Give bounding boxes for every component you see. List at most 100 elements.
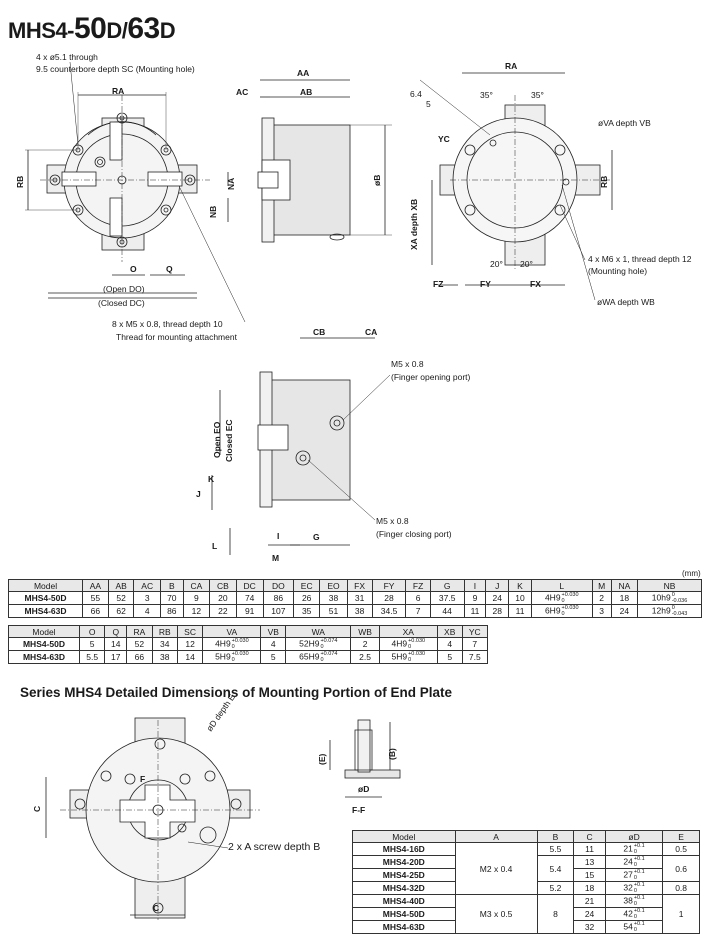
- label-through-hole: 4 x ø5.1 through: [36, 52, 98, 62]
- column-header: I: [463, 579, 487, 592]
- label-yc: YC: [438, 134, 450, 144]
- label-fx: FX: [530, 279, 541, 289]
- table-cell: 11: [573, 842, 606, 856]
- table-cell: 8: [536, 894, 575, 934]
- table-cell: 9: [182, 591, 211, 605]
- label-finger-close: (Finger closing port): [376, 529, 452, 539]
- model-cell: MHS4-50D: [352, 907, 456, 921]
- table-cell: 6: [405, 591, 431, 605]
- label-counterbore: 9.5 counterbore depth SC (Mounting hole): [36, 64, 195, 74]
- column-header: RA: [126, 625, 153, 638]
- model-cell: MHS4-50D: [7, 591, 84, 605]
- table-cell: 9: [463, 591, 487, 605]
- table-cell: 28: [485, 604, 510, 618]
- label-closed-dc: (Closed DC): [98, 298, 145, 308]
- column-header: Model: [8, 625, 80, 638]
- column-header: VA: [202, 625, 262, 638]
- label-i: I: [277, 531, 280, 541]
- table-cell: 3: [133, 591, 161, 605]
- rear-view-drawing: [419, 72, 613, 301]
- table-cell: 24: [610, 604, 639, 618]
- table-cell: 14: [104, 637, 128, 651]
- label-m: M: [272, 553, 280, 563]
- label-l: L: [212, 541, 218, 551]
- column-header: B: [536, 830, 575, 843]
- label-ob: øB: [372, 174, 382, 186]
- page-title: MHS4-50D/63D: [8, 12, 176, 46]
- table-cell: 32: [573, 920, 606, 934]
- label-j: J: [196, 489, 201, 499]
- table-cell: 18: [573, 881, 606, 895]
- table-cell: 38: [151, 650, 178, 664]
- table-cell: 74: [235, 591, 264, 605]
- table-cell: 24: [573, 907, 606, 921]
- label-wa-depth: øWA depth WB: [597, 297, 655, 307]
- model-cell: MHS4-32D: [352, 881, 456, 895]
- table-cell: 0.6: [662, 855, 700, 882]
- table-cell: 7.5: [461, 650, 489, 664]
- table-cell: 38: [346, 604, 373, 618]
- column-header: YC: [461, 625, 489, 638]
- label-ca: CA: [365, 327, 378, 337]
- title-suf2: D: [159, 18, 176, 43]
- table-cell: 24: [485, 591, 510, 605]
- column-header: Model: [352, 830, 456, 843]
- column-header: AA: [82, 579, 109, 592]
- section-title: Series MHS4 Detailed Dimensions of Mount…: [20, 685, 453, 700]
- table-cell: 5: [260, 650, 287, 664]
- table-cell: 17: [104, 650, 128, 664]
- table-cell: 11: [463, 604, 487, 618]
- label-20-right: 20°: [520, 259, 533, 269]
- table-cell: 1: [662, 894, 700, 934]
- model-cell: MHS4-63D: [352, 920, 456, 934]
- end-plate-drawing: [45, 717, 260, 920]
- model-cell: MHS4-20D: [352, 855, 456, 869]
- label-screw-depth: 2 x A screw depth B: [228, 841, 321, 853]
- column-header: AC: [133, 579, 161, 592]
- unit-label: (mm): [682, 569, 701, 578]
- table-cell: 34.5: [371, 604, 407, 618]
- table-cell: 5: [78, 637, 106, 651]
- model-cell: MHS4-16D: [352, 842, 456, 856]
- table-cell: 0.8: [662, 881, 700, 895]
- table-cell: 13: [573, 855, 606, 869]
- column-header: L: [530, 579, 593, 592]
- label-ac: AC: [236, 87, 249, 97]
- table-cell: 4: [436, 637, 463, 651]
- column-header: EO: [319, 579, 348, 592]
- label-35-left: 35°: [480, 90, 493, 100]
- column-header: XA: [378, 625, 438, 638]
- model-cell: MHS4-63D: [7, 604, 84, 618]
- table-cell: 55: [82, 591, 109, 605]
- table-cell: 31: [346, 591, 373, 605]
- label-od: øD: [358, 784, 370, 794]
- table-cell: 12: [182, 604, 211, 618]
- table-cell: 35: [292, 604, 321, 618]
- table-cell: 22: [209, 604, 237, 618]
- model-cell: MHS4-50D: [8, 637, 80, 651]
- label-o: O: [130, 264, 137, 274]
